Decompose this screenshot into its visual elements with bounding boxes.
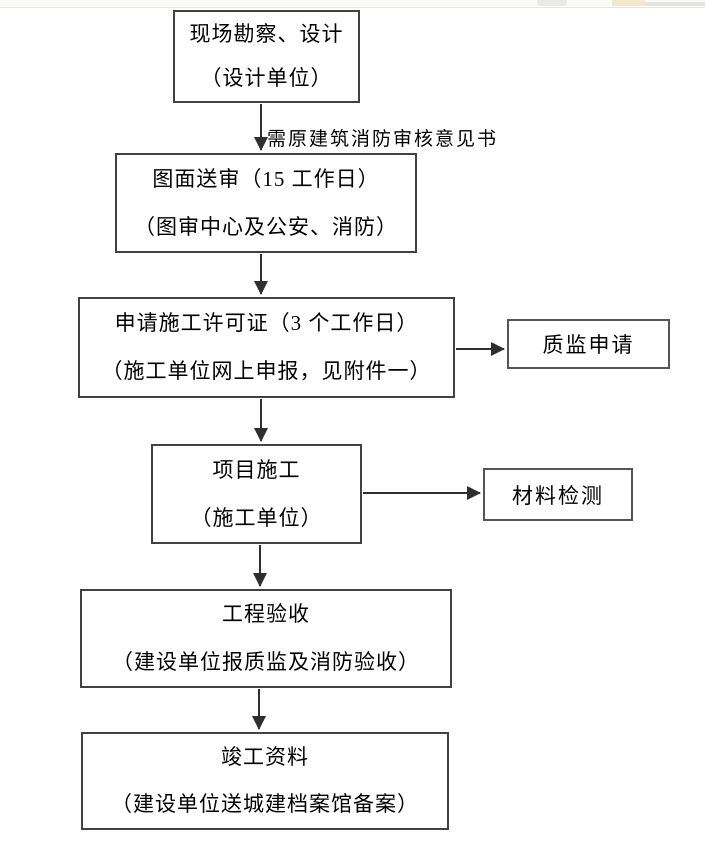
flow-box-material-testing: 材料检测 [483, 468, 633, 521]
box-text-line: （图审中心及公安、消防） [134, 214, 398, 239]
box-text-line: （建设单位送城建档案馆备案） [111, 792, 419, 816]
toolbar-button-fragment[interactable] [612, 0, 645, 6]
flow-box-construction-permit: 申请施工许可证（3 个工作日） （施工单位网上申报，见附件一） [78, 297, 455, 398]
toolbar-divider [645, 2, 705, 6]
box-text-line: 质监申请 [542, 333, 635, 357]
box-text-line: （施工单位） [190, 505, 323, 530]
box-text-line: 现场勘察、设计 [189, 21, 344, 46]
box-text-line: 项目施工 [212, 457, 301, 482]
flow-box-drawing-review: 图面送审（15 工作日） （图审中心及公安、消防） [115, 153, 417, 253]
flow-box-quality-supervision-application: 质监申请 [507, 319, 670, 369]
box-text-line: 工程验收 [222, 602, 310, 627]
box-text-line: （设计单位） [200, 66, 333, 91]
flow-box-project-acceptance: 工程验收 （建设单位报质监及消防验收） [80, 589, 452, 688]
box-text-line: （建设单位报质监及消防验收） [112, 649, 420, 674]
box-text-line: （施工单位网上申报，见附件一） [101, 359, 432, 384]
edge-label-fire-review-note: 需原建筑消防审核意见书 [267, 129, 499, 150]
box-text-line: 竣工资料 [221, 745, 309, 769]
flow-box-completion-archives: 竣工资料 （建设单位送城建档案馆备案） [81, 732, 449, 830]
box-text-line: 材料检测 [512, 483, 604, 508]
box-text-line: 申请施工许可证（3 个工作日） [114, 310, 419, 335]
flow-box-site-survey-design: 现场勘察、设计 （设计单位） [173, 10, 360, 103]
flow-box-project-construction: 项目施工 （施工单位） [151, 444, 362, 544]
toolbar-button-fragment[interactable] [537, 0, 567, 6]
toolbar-strip [0, 0, 705, 8]
box-text-line: 图面送审（15 工作日） [152, 166, 380, 191]
